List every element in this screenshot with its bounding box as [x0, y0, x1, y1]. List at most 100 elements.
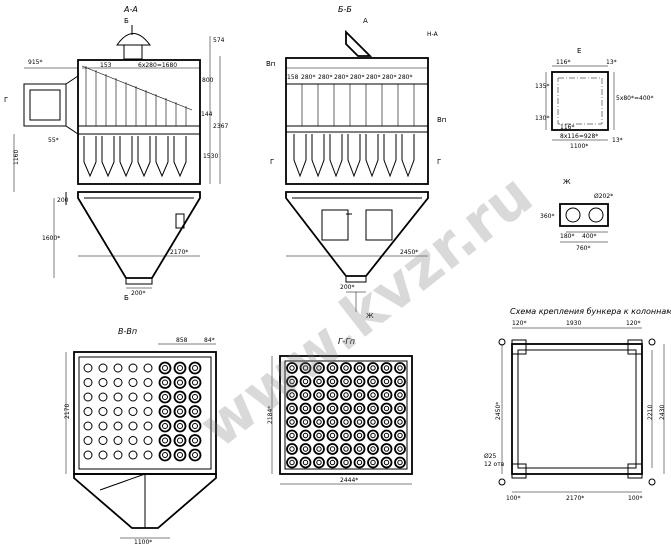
grid-hole-inner: [316, 405, 322, 412]
grid-hole-inner: [343, 365, 349, 371]
grid-hole-inner: [302, 432, 309, 439]
dim-55: 55*: [48, 137, 59, 144]
grid-hole-ring: [394, 389, 406, 401]
filter-hole-inner: [162, 408, 168, 415]
grid-hole-inner: [316, 432, 322, 439]
grid-hole-inner: [343, 432, 349, 439]
grid-hole-ring: [313, 416, 325, 428]
grid-hole-ring: [286, 443, 298, 455]
mounting-scheme: Схема крепления бункера к колоннам (1:20…: [484, 307, 671, 502]
view-title-b-b: Б-Б: [338, 5, 352, 14]
dim-200b: 200*: [131, 290, 145, 297]
grid-hole-inner: [302, 392, 309, 398]
grid-hole-inner: [343, 378, 349, 385]
filter-hole: [113, 436, 123, 445]
grid-hole-inner: [329, 419, 336, 425]
grid-hole-ring: [286, 402, 298, 415]
filter-hole: [143, 450, 153, 460]
grid-hole-ring: [394, 429, 406, 442]
filter-hole-inner: [162, 452, 168, 458]
filter-hole-inner: [177, 379, 183, 386]
grid-hole-ring: [380, 416, 393, 428]
hopper: [77, 191, 201, 279]
grid-hole-ring: [380, 443, 393, 455]
svg-text:280*: 280*: [350, 74, 364, 81]
grid-hole-ring: [313, 375, 325, 388]
svg-text:280*: 280*: [334, 74, 348, 81]
dim-v-84: 84*: [204, 337, 215, 344]
filter-hole-inner: [192, 437, 198, 444]
view-title-v-v: В-Вп: [118, 327, 137, 336]
grid-hole-ring: [299, 375, 312, 388]
dim-e-8x116: 8х116=928*: [560, 133, 598, 140]
grid-hole-ring: [299, 416, 312, 428]
grid-hole-inner: [289, 378, 295, 385]
dim-zh-760: 760*: [576, 245, 590, 252]
grid-hole-inner: [289, 446, 295, 452]
grid-hole-inner: [356, 432, 363, 439]
grid-hole-inner: [302, 459, 309, 466]
filter-hole: [113, 450, 123, 460]
plan-g-outline: [279, 355, 413, 475]
section-mark-b-bottom: Б: [124, 294, 129, 302]
filter-hole-ring: [173, 434, 187, 447]
grid-hole-ring: [299, 389, 312, 401]
dim-m-2450: 2450*: [495, 402, 502, 420]
holes-grid-group: [286, 362, 406, 469]
dims-b-row: 158 280* 280* 280* 280* 280* 280* 280*: [287, 74, 412, 81]
filter-hole: [98, 421, 108, 431]
grid-hole-inner: [316, 365, 322, 371]
section-mark-zh: Ж: [366, 312, 374, 320]
grid-hole-ring: [299, 362, 312, 374]
grid-hole-ring: [353, 443, 366, 455]
dim-m-1930: 1930: [566, 320, 581, 327]
filter-hole: [98, 436, 108, 445]
filter-hole: [143, 392, 153, 402]
grid-hole-inner: [289, 392, 295, 398]
dim-zh-202: Ø202*: [594, 193, 613, 200]
filter-hole-inner: [177, 394, 183, 400]
filter-hole: [128, 378, 138, 387]
grid-hole-inner: [289, 365, 295, 371]
svg-text:280*: 280*: [318, 74, 332, 81]
filter-hole: [128, 421, 138, 431]
grid-hole-ring: [367, 456, 379, 469]
dim-m-100a: 100*: [506, 495, 520, 502]
grid-hole-ring: [313, 429, 325, 442]
dim-e-1100: 1100*: [570, 143, 588, 150]
dim-v-1100: 1100*: [134, 539, 152, 546]
filter-hole-ring: [158, 434, 172, 447]
filter-hole-inner: [162, 437, 168, 444]
section-mark-v-right: Вп: [437, 116, 446, 124]
filter-hole: [83, 436, 93, 445]
holes-left-group: [83, 363, 153, 460]
grid-hole-ring: [353, 389, 366, 401]
grid-hole-inner: [397, 446, 403, 452]
grid-hole-inner: [356, 365, 363, 371]
grid-hole-inner: [397, 392, 403, 398]
section-mark-na: Н-А: [427, 31, 439, 38]
filter-hole-ring: [188, 434, 202, 447]
grid-hole-ring: [340, 456, 352, 469]
filter-hole: [143, 436, 153, 445]
dim-800: 800: [202, 77, 214, 84]
grid-hole-inner: [289, 432, 295, 439]
grid-hole-ring: [326, 402, 339, 415]
grid-hole-inner: [370, 432, 376, 439]
section-mark-g-left: Г: [4, 96, 8, 104]
filter-hole: [113, 392, 123, 402]
filter-hole: [128, 450, 138, 460]
grid-hole-inner: [370, 392, 376, 398]
grid-hole-inner: [397, 378, 403, 385]
filter-hole-ring: [158, 419, 172, 433]
exhaust-hood: [116, 33, 151, 46]
grid-hole-inner: [397, 405, 403, 412]
grid-hole-inner: [397, 432, 403, 439]
grid-hole-ring: [353, 429, 366, 442]
grid-hole-inner: [397, 365, 403, 371]
dim-m-holes: 12 отв: [484, 461, 505, 468]
dim-574: 574: [213, 37, 225, 44]
grid-hole-inner: [289, 405, 295, 412]
filter-hole-ring: [188, 361, 202, 375]
